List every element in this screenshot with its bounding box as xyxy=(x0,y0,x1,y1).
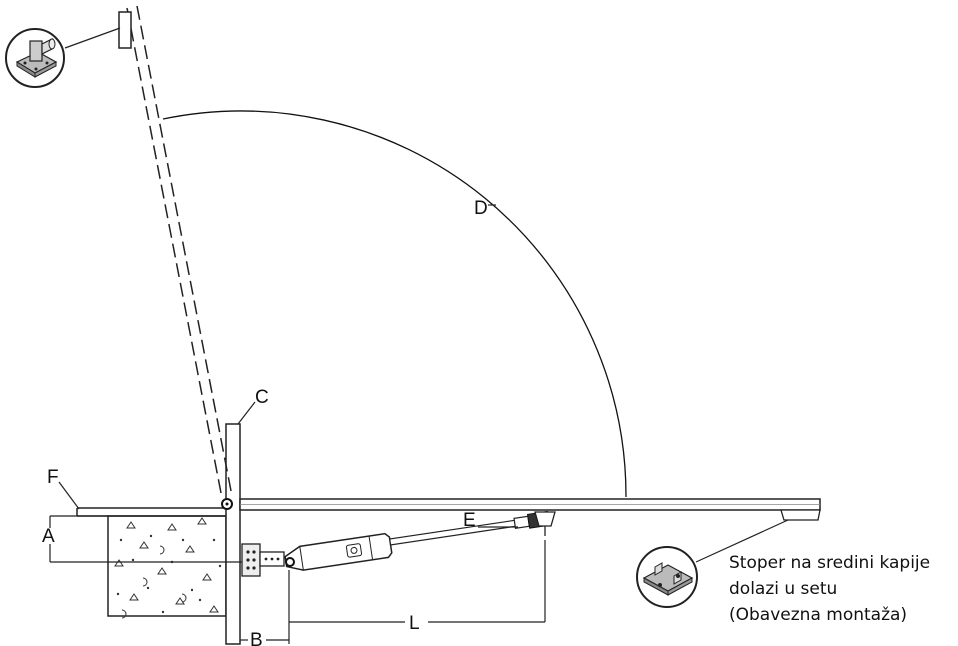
gate-leaf-closed xyxy=(239,498,821,511)
label-a: A xyxy=(42,526,55,547)
gate-leaf-open xyxy=(126,5,233,499)
top-stopper xyxy=(118,11,132,49)
label-c: C xyxy=(255,387,269,408)
label-l: L xyxy=(409,613,420,634)
label-b: B xyxy=(250,630,263,646)
concrete-pillar xyxy=(107,515,227,619)
label-e: E xyxy=(463,510,476,531)
label-f: F xyxy=(47,467,59,488)
dimension-lines xyxy=(49,27,789,644)
wall-line xyxy=(76,507,226,517)
gate-stopper-post-icon xyxy=(5,28,65,88)
label-d: D xyxy=(474,198,488,219)
note-line-1: Stoper na sredini kapije xyxy=(729,553,930,573)
opening-arc xyxy=(162,110,627,498)
gate-post xyxy=(225,423,241,645)
center-stopper xyxy=(780,509,821,521)
gate-operator xyxy=(241,510,556,577)
note-line-3: (Obavezna montaža) xyxy=(729,605,907,625)
note-line-2: dolazi u setu xyxy=(729,579,837,599)
gate-center-stopper-icon xyxy=(636,546,698,608)
